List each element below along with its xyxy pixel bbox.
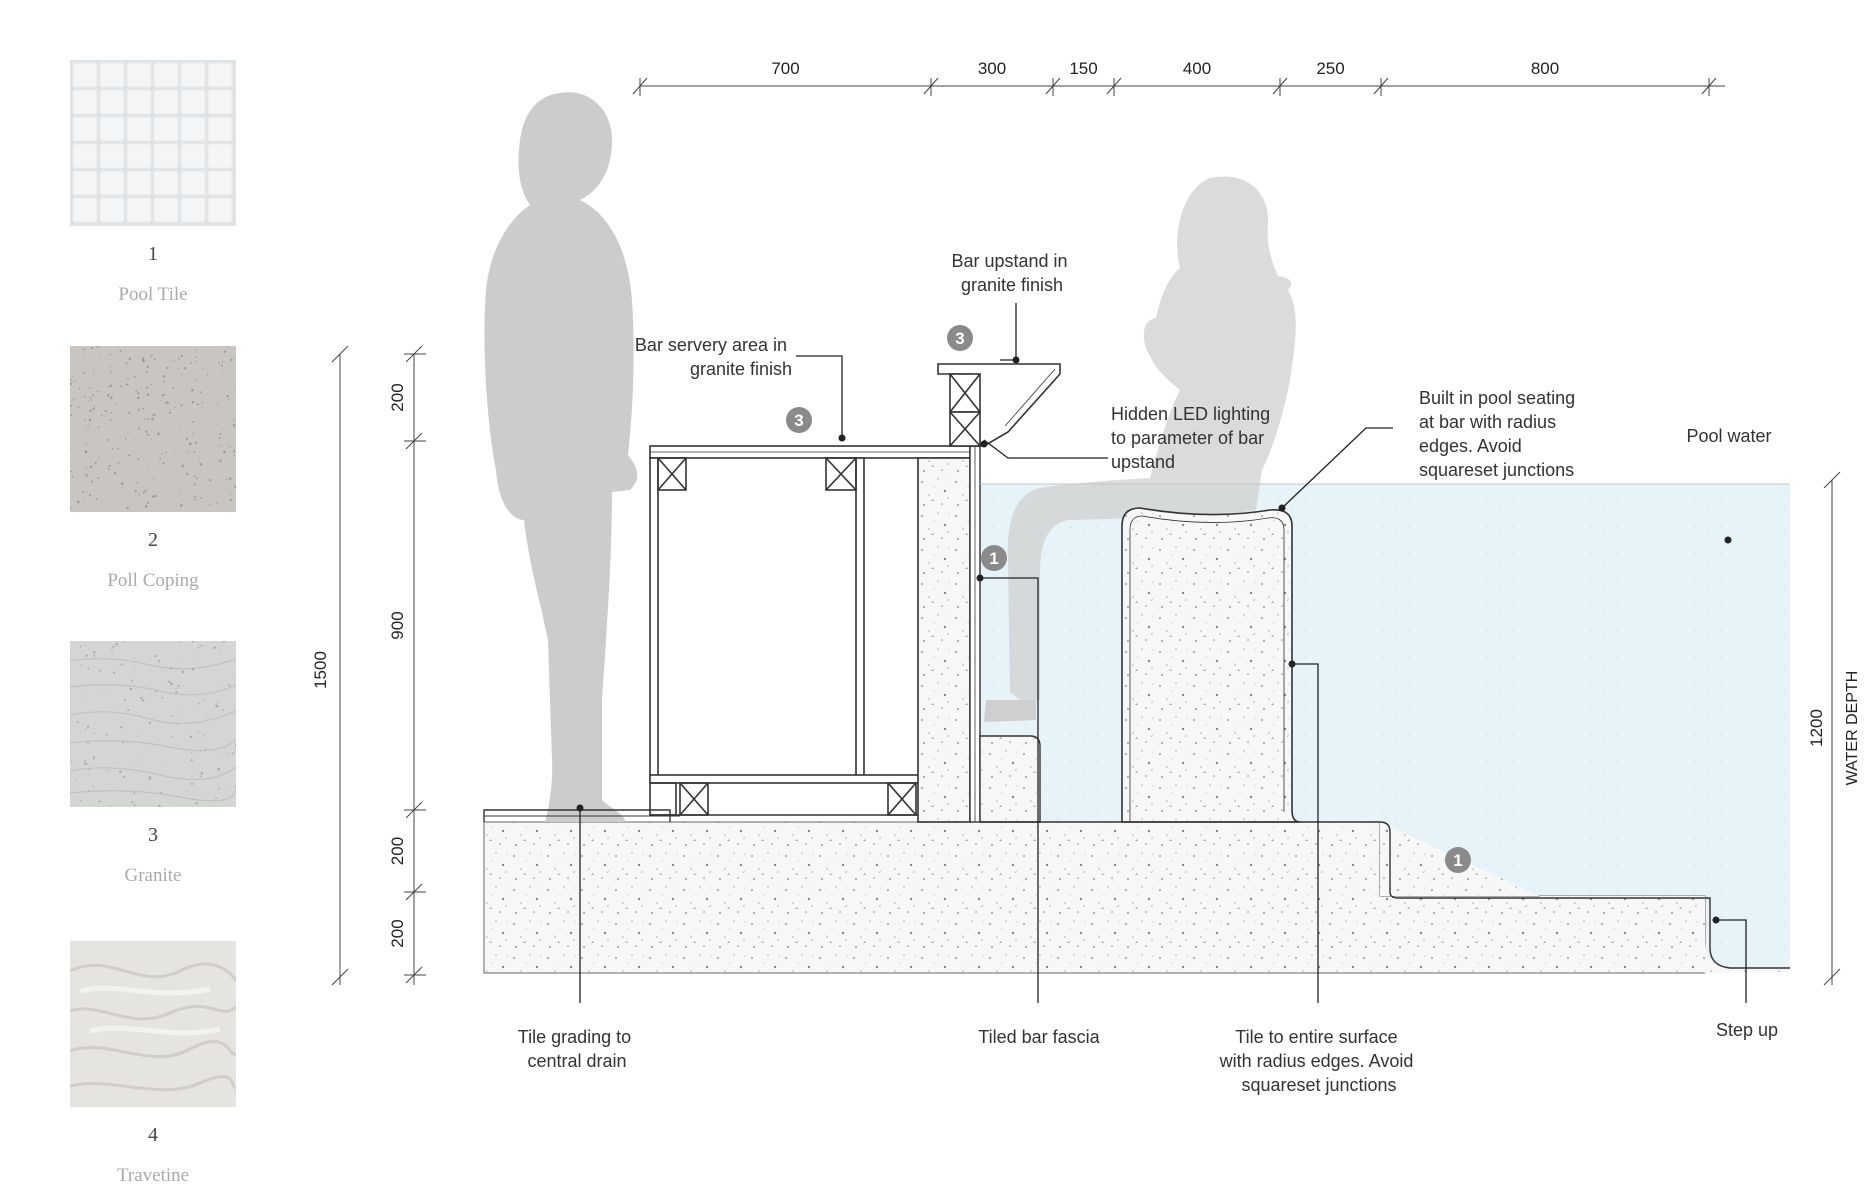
standing-person-silhouette (484, 92, 638, 823)
callout-tiled-bar-fascia: Tiled bar fascia (978, 1027, 1100, 1047)
material-name: Travetine (116, 1165, 190, 1186)
material-4: 4 Travetine (70, 941, 236, 1186)
material-1: 1 Pool Tile (70, 60, 236, 305)
bar-wall (917, 457, 971, 823)
material-name: Granite (124, 865, 182, 886)
material-name: Pool Tile (118, 284, 188, 305)
material-number: 3 (148, 824, 158, 846)
vertical-dimension-label: 200 (388, 837, 407, 865)
material-number: 4 (148, 1124, 158, 1146)
material-marker-granite: 3 (947, 325, 973, 351)
callout-hidden-led: Hidden LED lighting to parameter of bar … (1111, 404, 1275, 472)
horizontal-dimension-label: 400 (1183, 59, 1211, 78)
material-legend: 1 Pool Tile 2 Poll Coping 3 Granite (0, 0, 310, 1194)
horizontal-dimension-label: 700 (771, 59, 799, 78)
horizontal-dimension-label: 300 (978, 59, 1006, 78)
horizontal-dimension-label: 800 (1531, 59, 1559, 78)
water-depth-dim: 1200 (1807, 709, 1826, 747)
water-depth-label: WATER DEPTH (1844, 671, 1861, 786)
bar-upstand (937, 363, 1061, 447)
material-marker-pool-tile: 1 (981, 545, 1007, 571)
leader-dots (576, 356, 1732, 924)
material-marker-granite: 3 (786, 407, 812, 433)
vertical-dimension-label: 900 (388, 611, 407, 639)
marker-text: 3 (794, 411, 803, 430)
horizontal-dimension-label: 150 (1069, 59, 1097, 78)
vertical-dimension-label: 200 (388, 383, 407, 411)
built-in-pool-seat (1121, 507, 1301, 823)
sitting-person-foot (984, 700, 1036, 722)
material-number: 1 (148, 243, 158, 265)
horizontal-dimensions: 700 300 150 400 250 800 (632, 59, 1717, 96)
material-3: 3 Granite (70, 641, 236, 886)
marker-text: 1 (989, 549, 998, 568)
granite-swatch (70, 641, 236, 807)
vertical-dimensions: 200 900 200 200 (388, 345, 426, 984)
pool-coping-swatch (70, 346, 236, 512)
leader-lines (579, 303, 1747, 1003)
seat-tile-line (1129, 515, 1285, 822)
vertical-dimension-lines (331, 345, 1841, 986)
material-marker-pool-tile: 1 (1445, 847, 1471, 873)
material-number: 2 (148, 529, 158, 551)
vertical-dimension-label: 200 (388, 919, 407, 947)
travertine-swatch (70, 941, 236, 1107)
marker-text: 3 (955, 329, 964, 348)
overall-height-dim: 1500 (311, 651, 330, 689)
callout-step-up: Step up (1716, 1020, 1778, 1040)
callout-bar-servery: Bar servery area in granite finish (635, 335, 792, 379)
callout-bar-upstand: Bar upstand in granite finish (951, 251, 1072, 295)
callout-tile-grading: Tile grading to central drain (518, 1027, 636, 1071)
marker-text: 1 (1453, 851, 1462, 870)
material-name: Poll Coping (107, 570, 199, 591)
callout-tile-entire-surface: Tile to entire surface with radius edges… (1219, 1027, 1419, 1095)
material-2: 2 Poll Coping (70, 346, 236, 591)
callout-built-in-seating: Built in pool seating at bar with radius… (1419, 388, 1580, 480)
sitting-person-silhouette (1007, 176, 1296, 705)
callout-pool-water: Pool water (1686, 426, 1771, 446)
fascia-step (979, 735, 1041, 823)
pool-tile-swatch (70, 60, 236, 226)
horizontal-dimension-label: 250 (1316, 59, 1344, 78)
